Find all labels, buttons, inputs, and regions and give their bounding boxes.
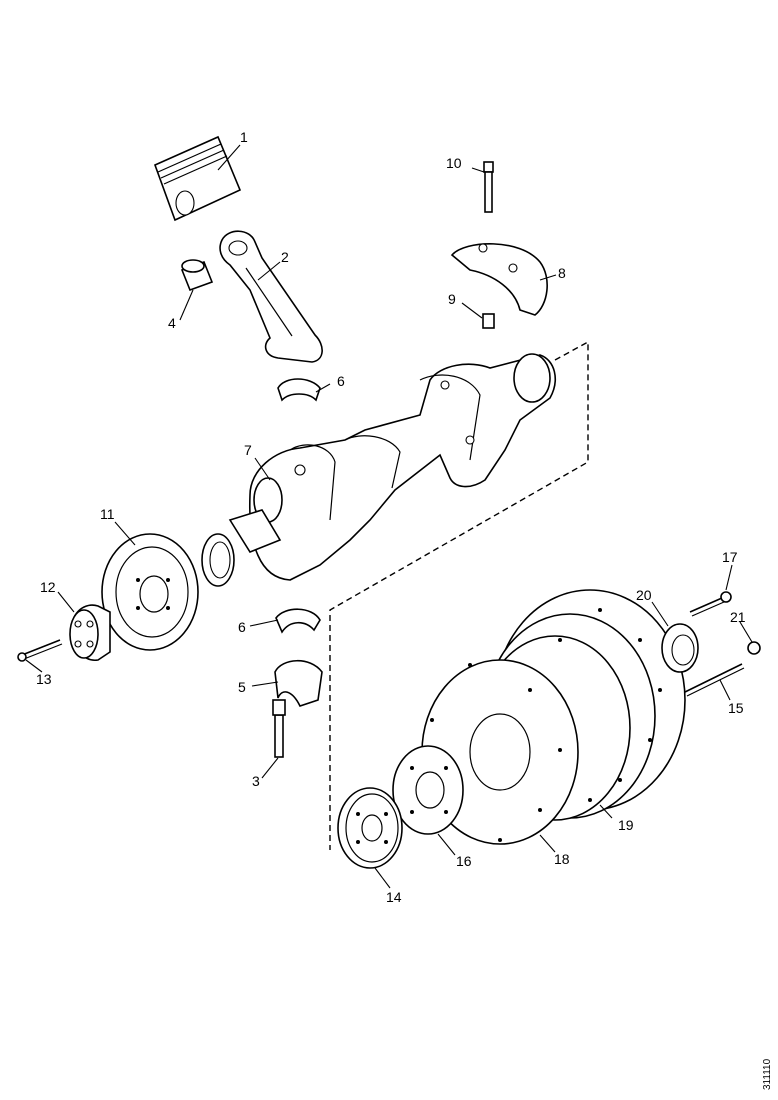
callout-6-lower: 6 — [238, 619, 246, 635]
piston — [153, 135, 242, 222]
callout-6-upper: 6 — [337, 373, 345, 389]
callout-8: 8 — [558, 265, 566, 281]
leader-lines — [25, 144, 753, 889]
flywheel-bolt-top — [689, 591, 732, 617]
callout-4: 4 — [168, 315, 176, 331]
bearing-shell-upper — [277, 378, 321, 402]
small-end-bushing — [180, 259, 214, 292]
callout-20: 20 — [636, 587, 652, 603]
callout-12: 12 — [40, 579, 56, 595]
vibration-damper — [101, 533, 199, 651]
callout-19: 19 — [618, 817, 634, 833]
callout-16: 16 — [456, 853, 472, 869]
crankshaft-gear — [337, 787, 403, 869]
callout-3: 3 — [252, 773, 260, 789]
hub-bolt — [17, 639, 63, 662]
flywheel-stud — [684, 663, 745, 697]
main-bearing-cap — [450, 243, 548, 316]
callout-11: 11 — [100, 506, 115, 522]
crankshaft-seal-ring — [201, 533, 235, 587]
callout-2: 2 — [281, 249, 289, 265]
connecting-rod-cap — [274, 659, 323, 707]
main-bearing-bolt — [483, 161, 494, 213]
adapter-flange — [392, 745, 464, 835]
bearing-shell-lower — [275, 608, 321, 634]
pulley-hub — [69, 604, 111, 661]
pilot-bearing-ring — [661, 623, 699, 673]
callout-14: 14 — [386, 889, 402, 905]
reference-code: 311110 — [762, 1058, 773, 1090]
callout-13: 13 — [36, 671, 52, 687]
connecting-rod — [219, 230, 323, 363]
callout-7: 7 — [244, 442, 252, 458]
dashed-boundary — [329, 340, 589, 850]
callout-18: 18 — [554, 851, 570, 867]
callout-17: 17 — [722, 549, 738, 565]
callout-labels: 1 2 3 4 5 6 6 7 8 9 10 11 12 13 14 15 16… — [36, 129, 746, 905]
callout-1: 1 — [240, 129, 248, 145]
callout-9: 9 — [448, 291, 456, 307]
crankshaft — [228, 353, 556, 581]
callout-15: 15 — [728, 700, 744, 716]
connecting-rod-bolt — [272, 699, 286, 758]
nut — [482, 313, 495, 329]
callout-10: 10 — [446, 155, 462, 171]
callout-5: 5 — [238, 679, 246, 695]
callout-21: 21 — [730, 609, 746, 625]
flywheel-nut — [747, 641, 761, 655]
